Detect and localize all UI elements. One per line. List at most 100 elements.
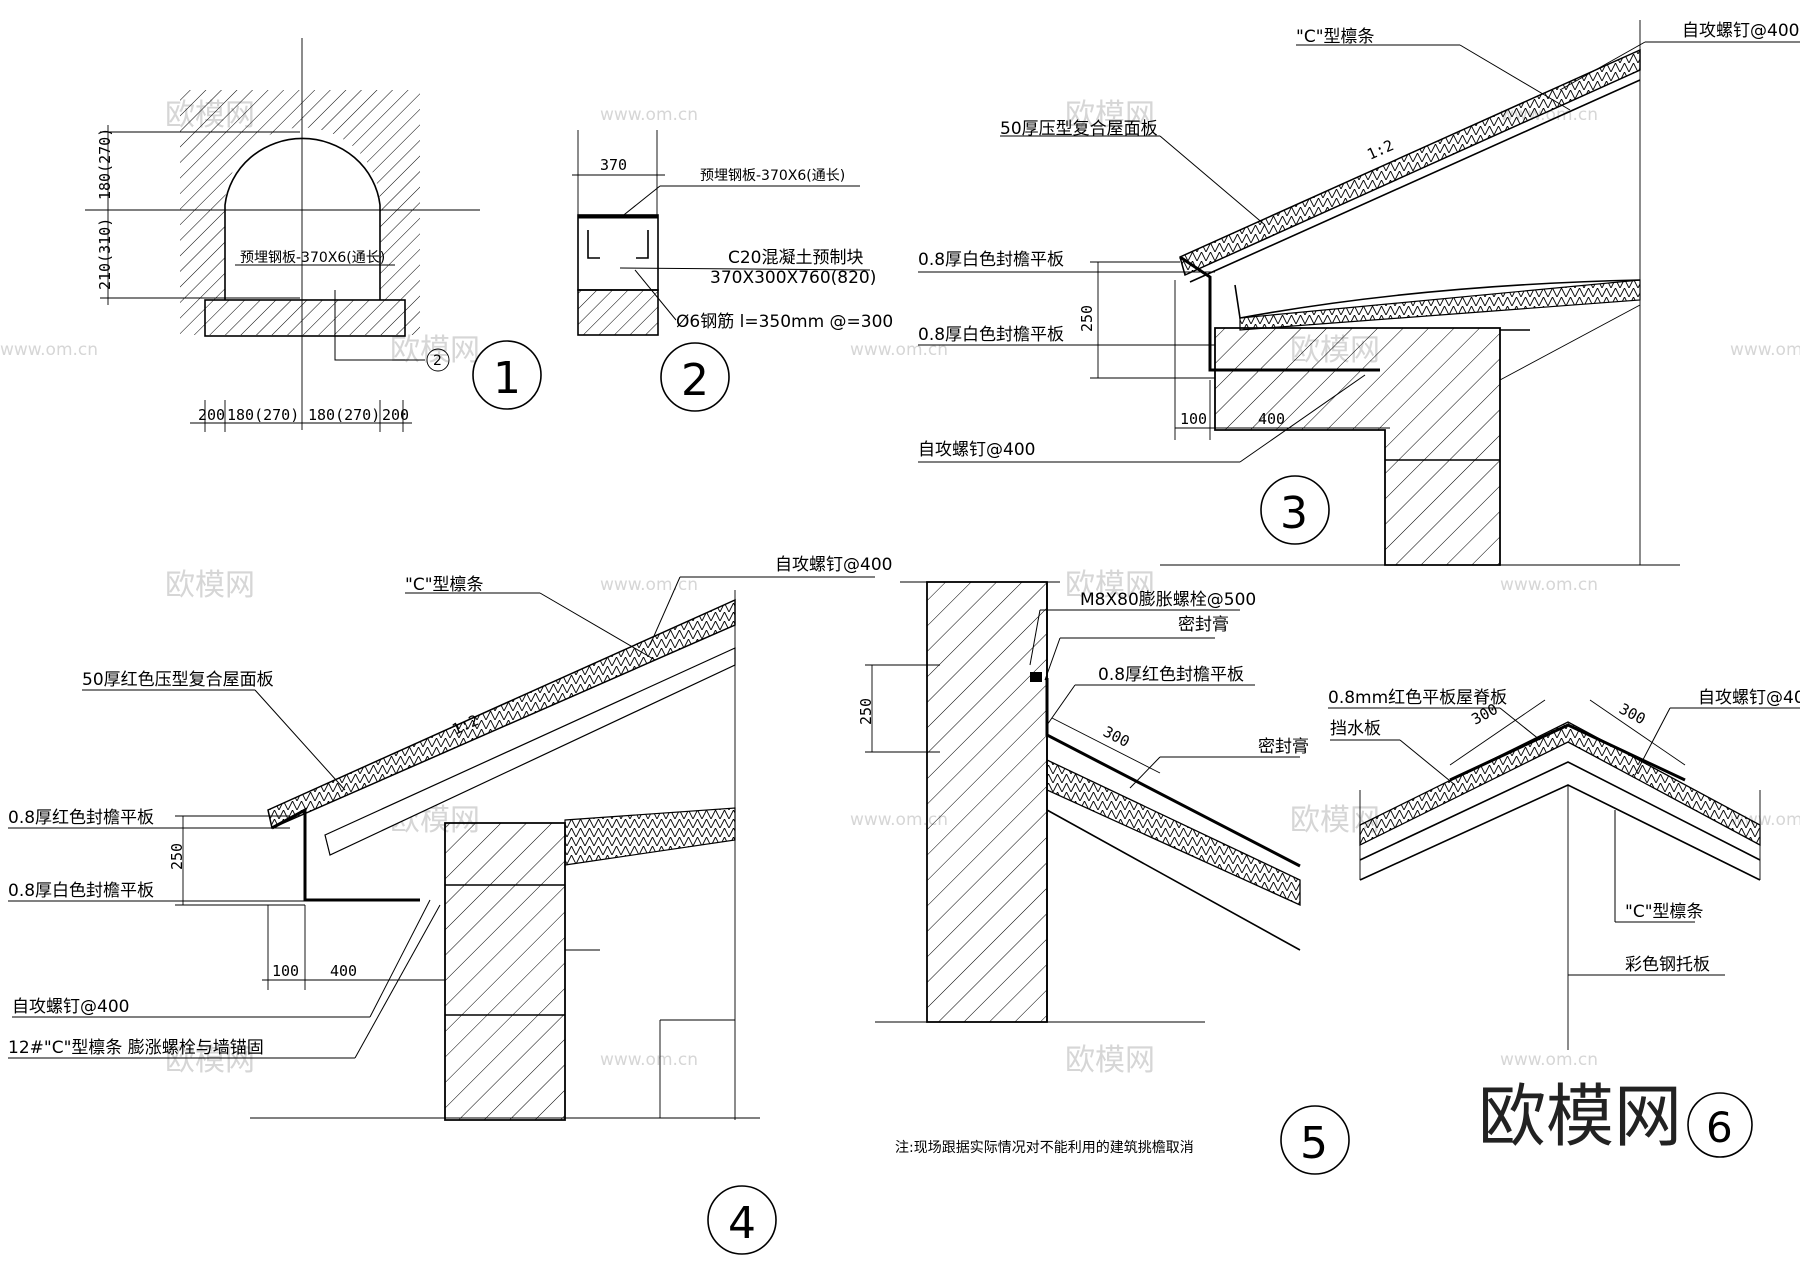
detail-4: 1:2 250 100 400 "C"型檩条 自攻螺钉@400 50厚红色压型复…: [8, 555, 892, 1255]
flashing-label: 挡水板: [1330, 719, 1381, 739]
detail-bubble-4: [707, 1185, 777, 1255]
dim-100: 100: [272, 962, 299, 980]
detail-bubble-6: [1687, 1092, 1753, 1158]
watermark-url: www.om.cn: [600, 1050, 698, 1070]
watermark-brand: 欧模网: [1065, 568, 1155, 603]
soffit: [1234, 279, 1641, 319]
dim-b4: 200: [382, 406, 409, 424]
steel-channel: [587, 230, 649, 259]
watermark-brand: 欧模网: [390, 333, 480, 368]
soffit-panel: [564, 807, 736, 866]
rebar-label: Ø6钢筋 l=350mm @=300: [676, 312, 893, 332]
detail-bubble-3: [1260, 475, 1330, 545]
precast-block: [577, 214, 659, 291]
dim-300: 300: [1100, 723, 1132, 751]
detail-number: 6: [1706, 1103, 1733, 1152]
dim-400: 400: [330, 962, 357, 980]
watermark-brand: 欧模网: [165, 1043, 255, 1078]
panel-label: 50厚红色压型复合屋面板: [82, 670, 274, 690]
dim-line-300b: [1589, 699, 1686, 766]
screw-top-label: 自攻螺钉@400: [775, 555, 892, 575]
ref-leader: [334, 290, 425, 361]
wall-hatch: [577, 289, 659, 336]
watermark-url: www.om.cn: [1500, 1050, 1598, 1070]
detail-number: 1: [493, 353, 521, 404]
wall-section: [926, 581, 1048, 1023]
detail-number: 3: [1280, 488, 1308, 539]
bolt-block: [1030, 672, 1042, 682]
detail-number: 4: [728, 1198, 756, 1249]
dim-line-300: [1051, 717, 1161, 774]
concrete-column: [444, 822, 566, 1121]
dim-300b: 300: [1616, 700, 1648, 729]
bolt-label: M8X80膨胀螺栓@500: [1080, 590, 1256, 610]
watermark-url: www.om.cn: [850, 810, 948, 830]
detail-number: 2: [681, 355, 709, 406]
watermark-brand: 欧模网: [1065, 1043, 1155, 1078]
dim-b2: 180(270): [227, 406, 299, 424]
dim-250: 250: [168, 843, 186, 870]
ridge-label: 0.8mm红色平板屋脊板: [1328, 688, 1507, 708]
screw-bottom-label: 自攻螺钉@400: [12, 997, 129, 1017]
sealant-label-1: 密封膏: [1178, 614, 1229, 635]
detail-bubble-1: [472, 340, 542, 410]
watermark-url: www.om.cn: [0, 340, 98, 360]
fascia-board: [271, 807, 420, 902]
screw-bottom-label: 自攻螺钉@400: [918, 440, 1035, 460]
roof-panel: [1359, 721, 1761, 847]
plate-label: 预埋钢板-370X6(通长): [700, 168, 845, 184]
masonry-hatch: [180, 90, 420, 335]
fascia-label-2: 0.8厚白色封檐平板: [8, 881, 154, 901]
precast-block: [204, 299, 406, 337]
block-label-2: 370X300X760(820): [710, 268, 876, 288]
fascia-label-2: 0.8厚白色封檐平板: [918, 325, 1064, 345]
dim-b1: 200: [198, 406, 225, 424]
arch-opening: [224, 137, 381, 300]
ridge-line-1: [1359, 761, 1761, 861]
dim-250: 250: [857, 698, 875, 725]
dim-100: 100: [1180, 410, 1207, 428]
concrete-beam: [1214, 327, 1501, 566]
slope-label: 1:2: [1364, 136, 1396, 163]
dim-label-h2: 210(310): [96, 218, 114, 290]
detail-5: 250 300 M8X80膨胀螺栓@500 密封膏 0.8厚红色封檐平板 密封膏…: [857, 581, 1350, 1175]
panel-label: 50厚压型复合屋面板: [1000, 119, 1158, 139]
note-text: 注:现场跟据实际情况对不能利用的建筑挑檐取消: [895, 1140, 1194, 1156]
tray-label: 彩色钢托板: [1625, 955, 1710, 975]
detail-bubble-2: [660, 342, 730, 412]
purlin-label: "C"型檩条: [405, 575, 484, 595]
watermark-url: www.om.cn: [1730, 340, 1800, 360]
detail-bubble-5: [1280, 1105, 1350, 1175]
screw-label: 自攻螺钉@400: [1698, 688, 1800, 708]
purlin-label: "C"型檩条: [1625, 902, 1704, 922]
watermark-brand: 欧模网: [165, 568, 255, 603]
detail-1: 180(270) 210(310) 预埋钢板-370X6(通长) 2 1 200…: [85, 38, 542, 432]
dim-370: 370: [600, 156, 627, 174]
fascia-label: 0.8厚红色封檐平板: [1098, 665, 1244, 685]
detail-3: 1:2 250 100 400 "C"型檩条 自攻螺钉@400 50厚压型复合屋…: [918, 20, 1800, 566]
watermark-url: www.om.cn: [600, 575, 698, 595]
block-label-1: C20混凝土预制块: [728, 248, 864, 268]
ref-bubble: [426, 348, 450, 372]
dim-400: 400: [1258, 410, 1285, 428]
corner-brand: 欧模网: [1478, 1078, 1682, 1157]
roof-panel: [1046, 758, 1301, 907]
purlin-label: "C"型檩条: [1296, 27, 1375, 47]
ridge-cap: [1449, 723, 1686, 782]
fascia-board: [1045, 678, 1301, 868]
plate-label: 预埋钢板-370X6(通长): [240, 250, 385, 266]
roof-panel: [267, 598, 736, 830]
dim-b3: 180(270): [308, 406, 380, 424]
sealant-label-2: 密封膏: [1258, 736, 1309, 757]
detail-2: 370 预埋钢板-370X6(通长) C20混凝土预制块 370X300X760…: [572, 130, 893, 412]
watermark-url: www.om.cn: [1500, 575, 1598, 595]
dim-label-h1: 180(270): [96, 128, 114, 200]
watermarks: 欧模网 www.om.cn 欧模网 www.om.cn www.om.cn 欧模…: [0, 98, 1800, 1078]
screw-top-label: 自攻螺钉@400: [1682, 21, 1799, 41]
purlin12-label: 12#"C"型檩条 膨涨螺栓与墙锚固: [8, 1038, 264, 1058]
dim-250: 250: [1078, 305, 1096, 332]
dim-line-300a: [1449, 699, 1546, 766]
fascia-label-1: 0.8厚红色封檐平板: [8, 808, 154, 828]
watermark-url: www.om.cn: [600, 105, 698, 125]
